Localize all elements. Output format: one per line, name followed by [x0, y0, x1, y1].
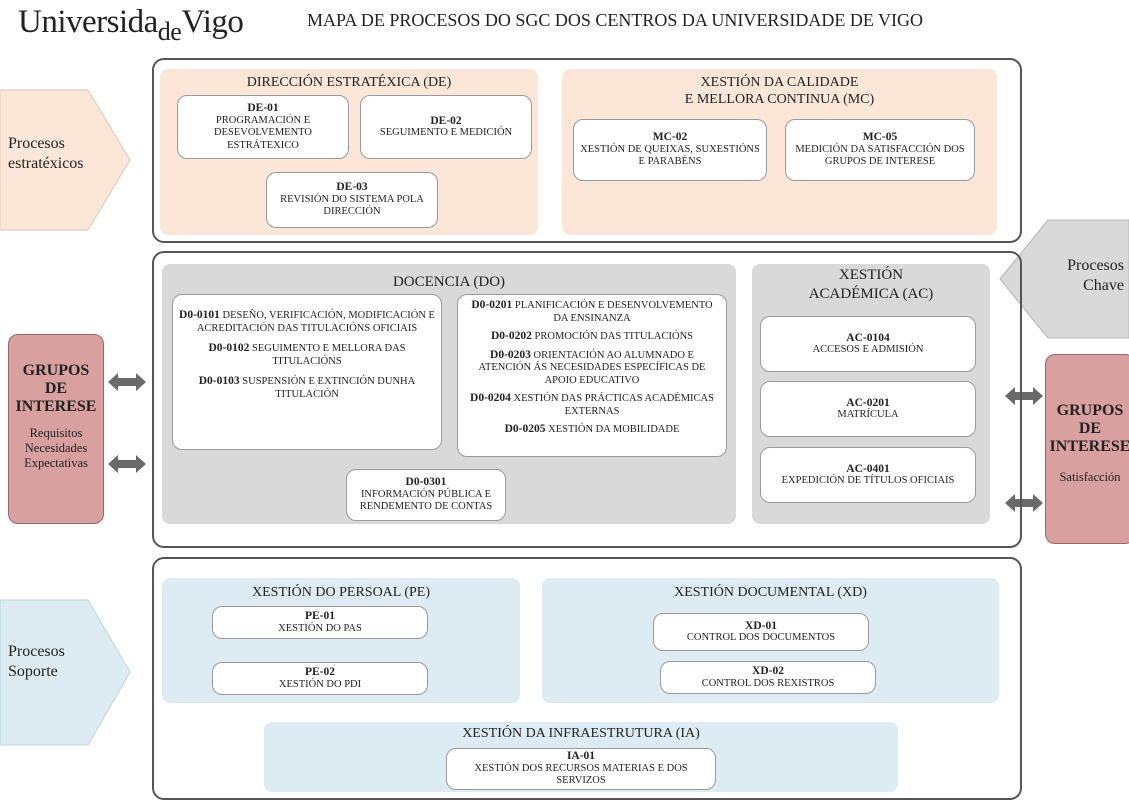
pe-01-card: PE-01 XESTIÓN DO PAS [212, 606, 428, 639]
estrategicos-pentagon [0, 89, 131, 231]
d0-0103-entry: D0-0103 SUSPENSIÓN E EXTINCIÓN DUNHA TIT… [198, 375, 416, 400]
xd-02-card: XD-02 CONTROL DOS REXISTROS [660, 661, 876, 694]
support-section [152, 557, 1022, 800]
d0-0101-entry: D0-0101 DESEÑO, VERIFICACIÓN, MODIFICACI… [179, 309, 435, 334]
soporte-label: Procesos Soporte [8, 643, 65, 680]
xd-title: XESTIÓN DOCUMENTAL (XD) [674, 585, 867, 600]
ac-0201-card: AC-0201 MATRÍCULA [760, 381, 976, 437]
d0-0203-entry: D0-0203 ORIENTACIÓN AO ALUMNADO E ATENCI… [478, 348, 706, 386]
ac-title: XESTIÓN ACADÉMICA (AC) [808, 267, 934, 302]
d0-0204-entry: D0-0204 XESTIÓN DAS PRÁCTICAS ACADÉMICAS… [470, 392, 714, 417]
soporte-pentagon [0, 599, 131, 746]
grupos-right-box [1045, 354, 1129, 544]
ac-0401-card: AC-0401 EXPEDICIÓN DE TÍTULOS OFICIAIS [760, 447, 976, 503]
page-title: MAPA DE PROCESOS DO SGC DOS CENTROS DA U… [306, 10, 924, 30]
do-left-card: D0-0101 DESEÑO, VERIFICACIÓN, MODIFICACI… [172, 294, 442, 450]
double-arrow-icon [1005, 387, 1043, 405]
d0-0201-entry: D0-0201 PLANIFICACIÓN E DESENVOLVEMENTO … [471, 299, 713, 324]
estrategicos-label: Procesos estratéxicos [8, 135, 84, 172]
ac-panel: XESTIÓN ACADÉMICA (AC) AC-0104 ACCESOS E… [752, 264, 990, 524]
d0-0301-card: D0-0301 INFORMACIÓN PÚBLICA E RENDEMENTO… [346, 469, 506, 521]
de-02-card: DE-02 SEGUIMENTO E MEDICIÓN [360, 95, 532, 159]
ia-01-card: IA-01 XESTIÓN DOS RECURSOS MATERIAS E DO… [446, 748, 716, 790]
grupos-left-label: GRUPOS DE INTERESE Requisitos Necesidade… [15, 362, 97, 470]
grupos-left-box [8, 334, 104, 524]
ia-panel: XESTIÓN DA INFRAESTRUTURA (IA) IA-01 XES… [264, 722, 898, 792]
key-section [152, 251, 1022, 548]
pe-title: XESTIÓN DO PERSOAL (PE) [252, 585, 430, 600]
de-title: DIRECCIÓN ESTRATÉXICA (DE) [246, 75, 452, 90]
ia-title: XESTIÓN DA INFRAESTRUTURA (IA) [462, 726, 700, 741]
ac-0104-card: AC-0104 ACCESOS E ADMISIÓN [760, 316, 976, 372]
logo-end: Vigo [181, 4, 244, 40]
grupos-right-label: GRUPOS DE INTERESE Satisfacción [1049, 402, 1129, 484]
double-arrow-icon [1005, 494, 1043, 512]
do-title: DOCENCIA (DO) [392, 274, 506, 290]
mc-05-card: MC-05 MEDICIÓN DA SATISFACCIÓN DOS GRUPO… [785, 119, 975, 181]
pe-panel: XESTIÓN DO PERSOAL (PE) PE-01 XESTIÓN DO… [162, 578, 520, 703]
mc-title: XESTIÓN DA CALIDADE E MELLORA CONTINUA (… [684, 75, 875, 107]
mc-02-card: MC-02 XESTIÓN DE QUEIXAS, SUXESTIÓNS E P… [573, 119, 767, 181]
de-03-card: DE-03 REVISIÓN DO SISTEMA POLA DIRECCIÓN [266, 172, 438, 228]
d0-0202-entry: D0-0202 PROMOCIÓN DAS TITULACIÓNS [491, 330, 693, 342]
pe-02-card: PE-02 XESTIÓN DO PDI [212, 662, 428, 695]
d0-0102-entry: D0-0102 SEGUIMENTO E MELLORA DAS TITULAC… [208, 342, 406, 367]
double-arrow-icon [108, 373, 146, 391]
university-logo: UniversidadeVigo [18, 4, 244, 46]
d0-0205-entry: D0-0205 XESTIÓN DA MOBILIDADE [504, 423, 680, 435]
de-panel: DIRECCIÓN ESTRATÉXICA (DE) DE-01 PROGRAM… [160, 69, 538, 235]
logo-main: Universida [18, 4, 158, 40]
chave-pentagon [999, 219, 1129, 339]
logo-sub: de [157, 17, 182, 46]
mc-panel: XESTIÓN DA CALIDADE E MELLORA CONTINUA (… [562, 69, 997, 235]
xd-01-card: XD-01 CONTROL DOS DOCUMENTOS [653, 613, 869, 651]
double-arrow-icon [108, 455, 146, 473]
chave-label: Procesos Chave [1067, 257, 1124, 294]
do-right-card: D0-0201 PLANIFICACIÓN E DESENVOLVEMENTO … [457, 294, 727, 457]
strategic-section [152, 58, 1022, 243]
xd-panel: XESTIÓN DOCUMENTAL (XD) XD-01 CONTROL DO… [542, 578, 999, 703]
do-panel: DOCENCIA (DO) D0-0101 DESEÑO, VERIFICACI… [162, 264, 736, 524]
de-01-card: DE-01 PROGRAMACIÓN E DESEVOLVEMENTO ESTR… [177, 95, 349, 159]
